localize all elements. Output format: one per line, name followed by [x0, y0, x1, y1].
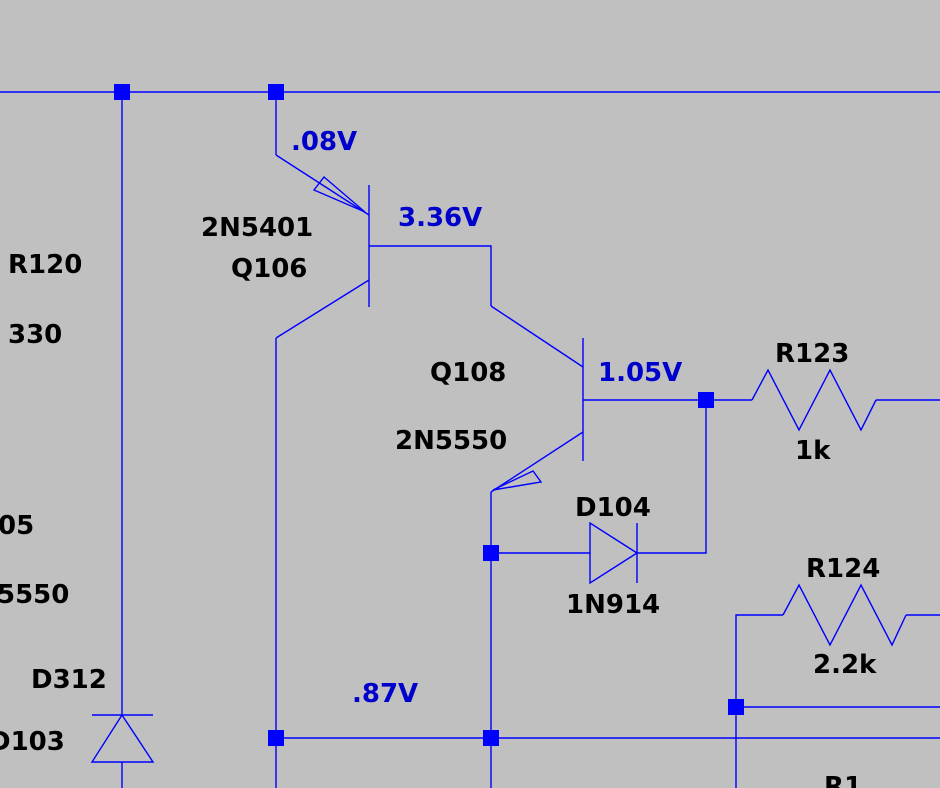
r123-symbol[interactable]	[751, 368, 877, 432]
junction-dot[interactable]	[483, 730, 499, 746]
d104-triangle	[589, 521, 639, 585]
d104-symbol[interactable]	[589, 521, 639, 585]
bottom-rail-voltage: .87V	[352, 679, 418, 709]
q106-collector-voltage: 3.36V	[398, 203, 482, 233]
junction-dot[interactable]	[483, 545, 499, 561]
q108-ref-label: Q108	[430, 358, 506, 388]
q106-symbol[interactable]	[312, 175, 370, 307]
q108-symbol[interactable]	[492, 338, 584, 491]
junction-dot[interactable]	[268, 84, 284, 100]
q106-emitter-lead[interactable]	[275, 154, 370, 216]
r1-partial-label: R1	[824, 772, 862, 788]
junction-dot[interactable]	[268, 730, 284, 746]
q108-emitter-arrow	[492, 470, 543, 491]
component-labels: R120 330 2N5401 Q106 Q108 2N5550 R123 1k…	[0, 213, 880, 788]
q108-emitter-lead[interactable]	[490, 431, 584, 493]
d312-symbol[interactable]	[90, 713, 155, 763]
partial-5550-label: 5550	[0, 580, 69, 610]
q108-collector-voltage: 1.05V	[598, 358, 682, 388]
q108-collector-lead[interactable]	[490, 305, 584, 368]
r120-ref-label: R120	[8, 250, 82, 280]
d104-ref-label: D104	[575, 493, 651, 523]
r124-symbol[interactable]	[782, 583, 907, 647]
junctions	[114, 84, 744, 746]
junction-dot[interactable]	[114, 84, 130, 100]
q106-base-wire[interactable]	[369, 245, 492, 306]
voltage-labels: .08V 3.36V 1.05V .87V	[291, 127, 682, 709]
d104-value-label: 1N914	[566, 590, 660, 620]
d103-partial-label: D103	[0, 727, 65, 757]
r124-left-wire[interactable]	[735, 614, 783, 788]
q106-collector-lead[interactable]	[275, 279, 370, 339]
r124-value-label: 2.2k	[813, 650, 877, 680]
d312-triangle	[90, 713, 155, 763]
q106-emitter-arrow	[312, 175, 366, 213]
r124-ref-label: R124	[806, 554, 880, 584]
junction-dot[interactable]	[728, 699, 744, 715]
q108-value-label: 2N5550	[395, 426, 507, 456]
r123-value-label: 1k	[795, 436, 831, 466]
q106-ref-label: Q106	[231, 254, 307, 284]
q106-emitter-voltage: .08V	[291, 127, 357, 157]
r123-ref-label: R123	[775, 339, 849, 369]
r120-value-label: 330	[8, 320, 62, 350]
partial-05-label: 05	[0, 511, 34, 541]
wires	[0, 91, 940, 788]
d104-cathode-wire[interactable]	[637, 400, 707, 554]
d312-ref-label: D312	[31, 665, 107, 695]
junction-dot[interactable]	[698, 392, 714, 408]
q106-value-label: 2N5401	[201, 213, 313, 243]
